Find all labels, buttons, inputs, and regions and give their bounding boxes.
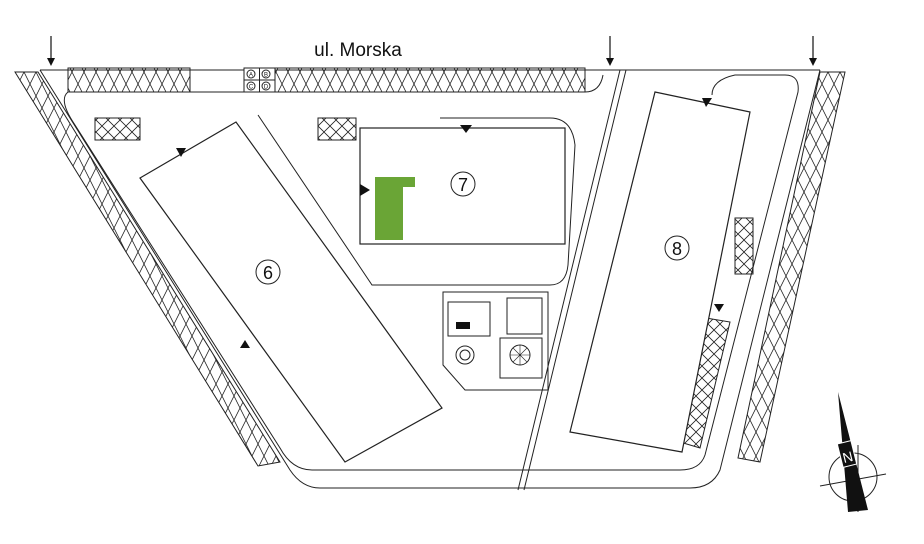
building-8	[569, 91, 751, 453]
central-road	[517, 69, 627, 491]
street-name: ul. Morska	[314, 40, 402, 61]
bin-label: D	[264, 85, 269, 91]
parking-small	[317, 117, 357, 141]
compass-label: N	[841, 448, 855, 466]
parking-right-strip	[737, 71, 846, 463]
north-compass-icon: N	[819, 392, 887, 512]
bin-label: A	[249, 73, 253, 79]
courtyard-path	[257, 114, 576, 286]
parking-building-8-small	[734, 217, 754, 275]
entry-arrows	[47, 36, 817, 66]
bin-label: C	[249, 85, 254, 91]
parking-top-left	[67, 67, 191, 93]
parking-left-strip	[14, 71, 281, 467]
highlighted-unit[interactable]	[375, 177, 415, 240]
playground	[442, 291, 549, 391]
building-6-number: 6	[263, 263, 273, 283]
building-6	[139, 121, 443, 463]
parking-top-right	[274, 67, 586, 93]
parking-small	[94, 117, 141, 141]
building-7-number: 7	[458, 175, 468, 195]
building-8-number: 8	[672, 239, 682, 259]
bin-label: B	[264, 73, 268, 79]
entrance-arrows	[176, 98, 724, 348]
waste-bins: A B C D	[243, 67, 276, 93]
